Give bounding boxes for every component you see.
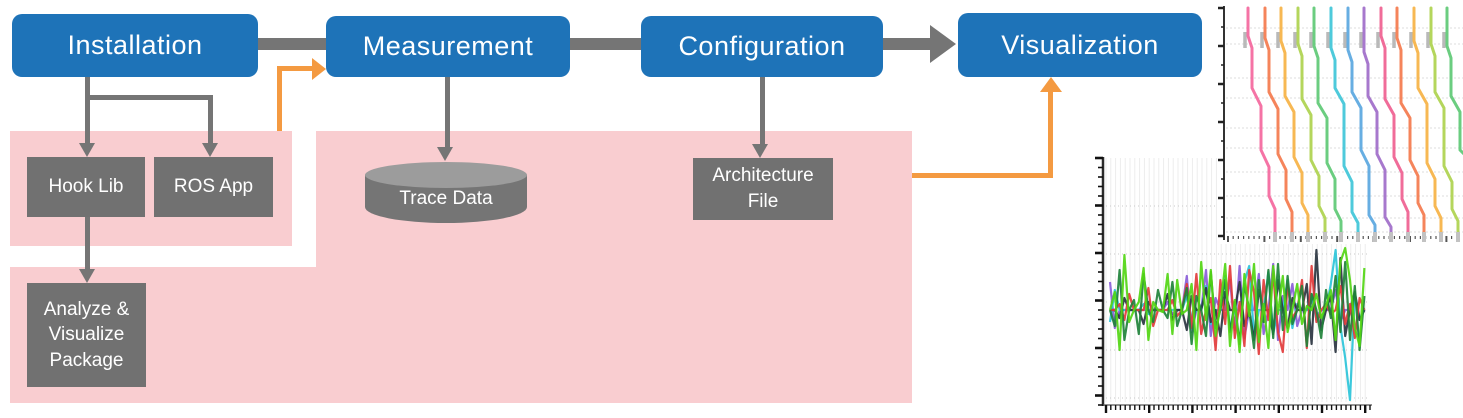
stage-installation: Installation	[12, 14, 258, 77]
box-hook-lib: Hook Lib	[27, 157, 145, 217]
stage-measurement-label: Measurement	[362, 31, 534, 61]
orange-arrow1-arrowhead	[312, 58, 326, 80]
install-branch-right-arrowhead	[202, 143, 218, 157]
install-branch-tbar	[85, 95, 213, 100]
orange-arrow2-horizontal	[912, 173, 1053, 178]
config-archfile-shaft	[760, 77, 765, 144]
step-plot-svg	[1218, 6, 1463, 242]
stage-installation-label: Installation	[67, 30, 203, 60]
box-hook-lib-label: Hook Lib	[48, 176, 124, 198]
orange-arrow1-vertical	[277, 68, 282, 131]
connector-config-visual-shaft	[883, 38, 932, 50]
measure-trace-shaft	[445, 77, 450, 147]
trace-data-label: Trace Data	[399, 188, 493, 209]
box-analyze-visualize-package: Analyze & Visualize Package	[27, 283, 146, 387]
install-branch-stem	[85, 77, 90, 97]
step-plot-thumbnail	[1218, 2, 1463, 244]
box-analyze-visualize-package-label: Analyze & Visualize Package	[43, 298, 130, 371]
stage-visualization: Visualization	[958, 13, 1202, 77]
stage-configuration: Configuration	[641, 16, 883, 77]
box-architecture-file-label: Architecture File	[712, 165, 814, 212]
orange-arrow2-vertical	[1048, 91, 1053, 178]
connector-install-measure	[258, 38, 326, 50]
box-ros-app: ROS App	[154, 157, 273, 217]
install-branch-left-shaft	[85, 95, 90, 143]
hooklib-analyze-shaft	[85, 217, 90, 269]
measure-trace-arrowhead	[437, 147, 453, 161]
config-archfile-arrowhead	[752, 144, 768, 158]
stage-configuration-label: Configuration	[678, 31, 846, 61]
connector-measure-config	[570, 38, 641, 50]
stage-measurement: Measurement	[326, 16, 570, 77]
box-architecture-file: Architecture File	[693, 158, 833, 220]
install-branch-left-arrowhead	[79, 143, 95, 157]
connector-config-visual-arrowhead	[930, 25, 956, 63]
hooklib-analyze-arrowhead	[79, 269, 95, 283]
orange-arrow2-arrowhead	[1040, 77, 1062, 92]
install-branch-right-shaft	[208, 95, 213, 143]
trace-data-cylinder-top	[365, 162, 527, 188]
box-ros-app-label: ROS App	[173, 176, 254, 198]
stage-visualization-label: Visualization	[1001, 29, 1159, 60]
orange-arrow1-horizontal	[277, 66, 313, 71]
